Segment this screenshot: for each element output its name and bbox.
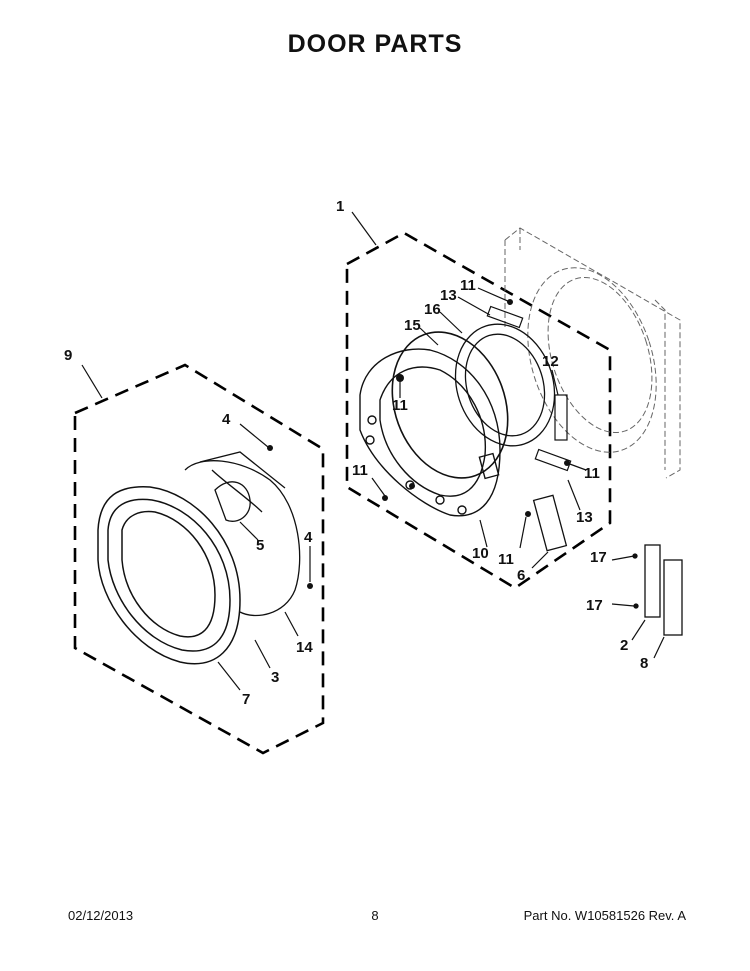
door-glass [454,323,556,447]
door-gasket [391,331,509,479]
callout-15: 15 [404,317,421,334]
footer-page-number: 8 [371,908,379,923]
callout-10: 10 [472,545,489,562]
callout-6: 6 [517,567,525,584]
assembly-1-boundary [345,231,612,590]
callout-11-right: 11 [584,465,600,482]
callout-17-bottom: 17 [586,597,603,614]
callout-13-bottom: 13 [576,509,593,526]
callout-11-lower-left: 11 [352,462,368,479]
callout-17-top: 17 [590,549,607,566]
callout-12: 12 [542,353,559,370]
callout-1: 1 [336,198,344,215]
callout-11-bottom: 11 [498,551,514,568]
callout-7: 7 [242,691,250,708]
leader-lines [81,211,665,691]
dryer-cabinet-phantom [504,227,681,479]
callout-2: 2 [620,637,628,654]
callout-14: 14 [296,639,313,656]
callout-9: 9 [64,347,72,364]
assembly-9-boundary [73,363,325,755]
door-screw-icons [267,445,313,589]
hinge-plate [486,305,572,472]
inner-door [184,451,301,617]
page-title: DOOR PARTS [287,30,463,58]
outer-door [97,486,241,665]
callout-11-top: 11 [460,277,476,294]
door-hinges [632,544,683,636]
callout-13-top: 13 [440,287,457,304]
callout-4-top: 4 [222,411,231,428]
callout-16: 16 [424,301,441,318]
callout-3: 3 [271,669,279,686]
door-handle [214,481,251,522]
door-latch [532,494,568,552]
footer-date: 02/12/2013 [68,908,134,923]
footer-part-number: Part No. W10581526 Rev. A [523,908,686,923]
callout-4-right: 4 [304,529,313,546]
callout-8: 8 [640,655,648,672]
latch-screw-icon [525,511,531,517]
callout-11-left: 11 [392,397,408,414]
callout-5: 5 [256,537,264,554]
